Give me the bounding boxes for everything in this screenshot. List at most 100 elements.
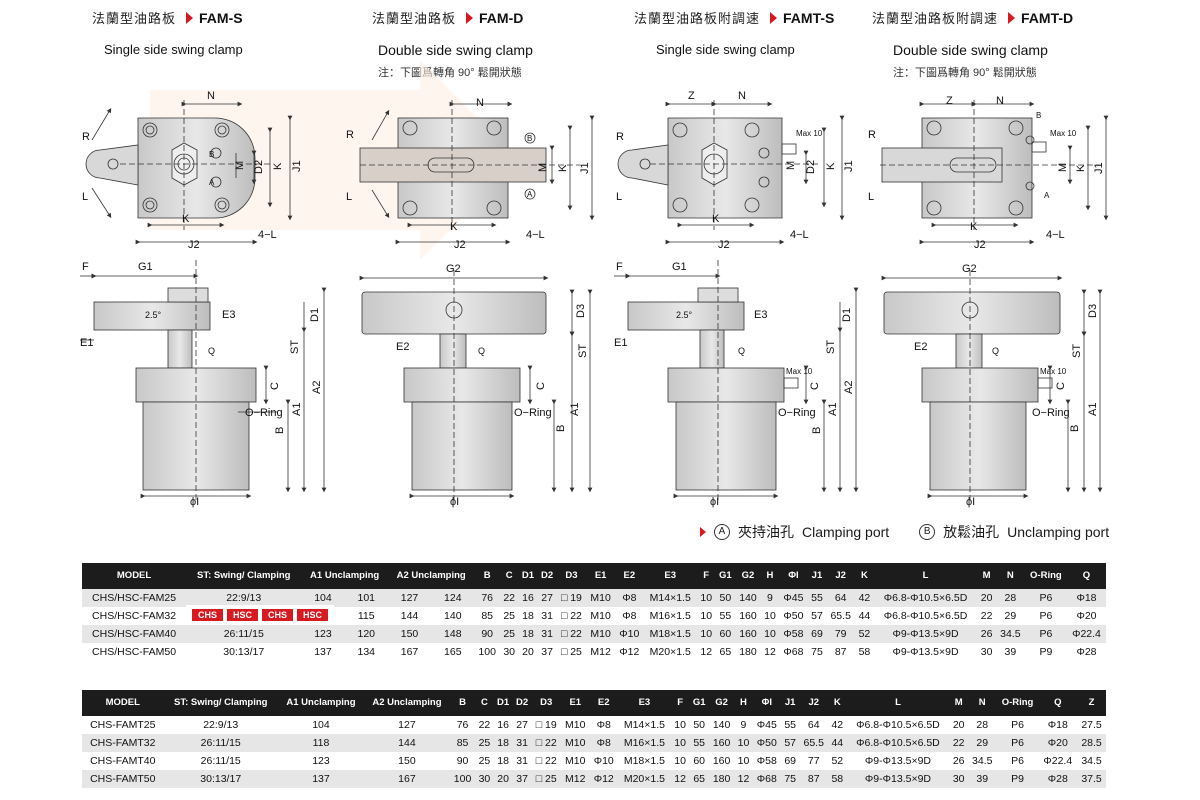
table-cell: 12 <box>670 770 690 788</box>
dim-label: J2 <box>974 239 986 251</box>
table-cell: 64 <box>826 589 856 607</box>
table-cell: 60 <box>689 752 709 770</box>
clamp-label-en: Clamping port <box>802 524 890 540</box>
table-cell: 22 <box>499 589 519 607</box>
table-cell: M16×1.5 <box>617 734 671 752</box>
famt-d-top-view <box>880 100 1109 245</box>
subheader-badge: CHS <box>262 609 294 621</box>
column-header: MODEL <box>82 690 164 716</box>
table-cell: 104 <box>277 716 364 734</box>
dim-label: B <box>1036 111 1041 120</box>
table-cell: 57 <box>807 607 827 625</box>
dim-label: N <box>207 90 215 102</box>
dim-label: E1 <box>614 337 627 349</box>
table-cell: 12 <box>734 770 753 788</box>
table-cell: 29 <box>967 734 997 752</box>
port-b-icon: B <box>919 524 936 540</box>
dim-label: J1 <box>291 160 303 172</box>
table-cell: Φ9-Φ13.5×9D <box>873 625 978 643</box>
column-header: N <box>967 690 997 716</box>
table-cell: 30 <box>949 770 968 788</box>
column-header: A1 Unclamping <box>277 690 364 716</box>
column-header: ST: Swing/ Clamping <box>163 690 278 716</box>
dim-label: G1 <box>672 261 687 273</box>
red-arrow-icon <box>1008 11 1016 24</box>
table-cell: 34.5 <box>1077 752 1106 770</box>
dim-label: 4−L <box>1046 229 1065 241</box>
table-cell: Φ50 <box>752 734 781 752</box>
column-header: F <box>696 563 716 589</box>
column-header: F <box>670 690 690 716</box>
dim-label: K <box>825 162 837 170</box>
dim-label: 4−L <box>526 229 545 241</box>
table-cell: 25 <box>475 752 494 770</box>
table-cell: 75 <box>807 643 827 661</box>
table-cell: P6 <box>996 752 1039 770</box>
table-cell: CHS/HSC-FAM50 <box>82 643 187 661</box>
table-cell: Φ9-Φ13.5×9D <box>846 752 950 770</box>
panel-zh-3: 法蘭型油路板附調速 <box>634 11 761 26</box>
dim-label: E3 <box>222 309 235 321</box>
dim-label: 2.5° <box>676 310 693 320</box>
famt-s-top-view <box>617 100 845 245</box>
dim-label: C <box>535 382 547 390</box>
dim-label: R <box>346 129 354 141</box>
table-cell: 27.5 <box>1077 716 1106 734</box>
table-cell: Φ8 <box>589 734 618 752</box>
column-header: ΦI <box>752 690 781 716</box>
panel-zh-4: 法蘭型油路板附調速 <box>872 11 999 26</box>
column-header: Q <box>1038 690 1078 716</box>
dim-label: Max 10 <box>1050 129 1077 138</box>
red-arrow-icon <box>700 527 706 537</box>
table-cell: 10 <box>670 734 690 752</box>
dim-label: O−Ring <box>245 407 283 419</box>
table-cell: 22 <box>977 607 996 625</box>
panel-subtitle-3: Single side swing clamp <box>656 42 795 57</box>
dim-label: J2 <box>188 239 200 251</box>
table-cell: Φ28 <box>1066 643 1106 661</box>
table-cell: 27 <box>512 716 532 734</box>
subheader-badge: HSC <box>297 609 329 621</box>
dim-label: ST <box>1071 344 1083 358</box>
dim-label: J2 <box>718 239 730 251</box>
table-cell: M10 <box>560 752 590 770</box>
table-cell: 20 <box>493 770 513 788</box>
dim-label: B <box>274 427 286 434</box>
table-cell: 30 <box>977 643 996 661</box>
dim-label: A1 <box>827 403 839 416</box>
table-cell: P6 <box>996 716 1039 734</box>
port-a-icon: A <box>714 524 730 540</box>
table-cell: P6 <box>1024 607 1067 625</box>
table-cell: 25 <box>475 734 494 752</box>
dim-label: B <box>811 427 823 434</box>
table-cell: 26 <box>949 752 968 770</box>
column-header: G1 <box>715 563 736 589</box>
table-cell: Φ6.8-Φ10.5×6.5D <box>873 589 978 607</box>
dim-label: Max 10 <box>786 367 813 376</box>
table-cell: 27 <box>537 589 557 607</box>
table-cell: M12 <box>560 770 590 788</box>
table-cell: M20×1.5 <box>617 770 671 788</box>
dim-label: E2 <box>914 341 927 353</box>
table-cell: 57 <box>780 734 800 752</box>
dim-label: M <box>537 163 549 172</box>
table-cell: 76 <box>449 716 476 734</box>
dim-label: Z <box>688 90 695 102</box>
table-cell: Φ18 <box>1066 589 1106 607</box>
dim-label: Q <box>478 346 485 356</box>
table-cell: 18 <box>518 607 538 625</box>
table-cell: 18 <box>493 734 513 752</box>
dim-label: O−Ring <box>778 407 816 419</box>
dim-label: A1 <box>569 403 581 416</box>
dim-label: C <box>269 382 281 390</box>
column-header: M <box>977 563 996 589</box>
table-cell: 44 <box>828 734 847 752</box>
table-cell: 10 <box>760 625 780 643</box>
dim-label: K <box>450 221 458 233</box>
column-subheader: CHS <box>260 605 296 623</box>
column-header: J1 <box>807 563 827 589</box>
table-cell: 22:9/13 <box>163 716 278 734</box>
table-cell: 104 <box>301 589 345 607</box>
dim-label: R <box>616 131 624 143</box>
